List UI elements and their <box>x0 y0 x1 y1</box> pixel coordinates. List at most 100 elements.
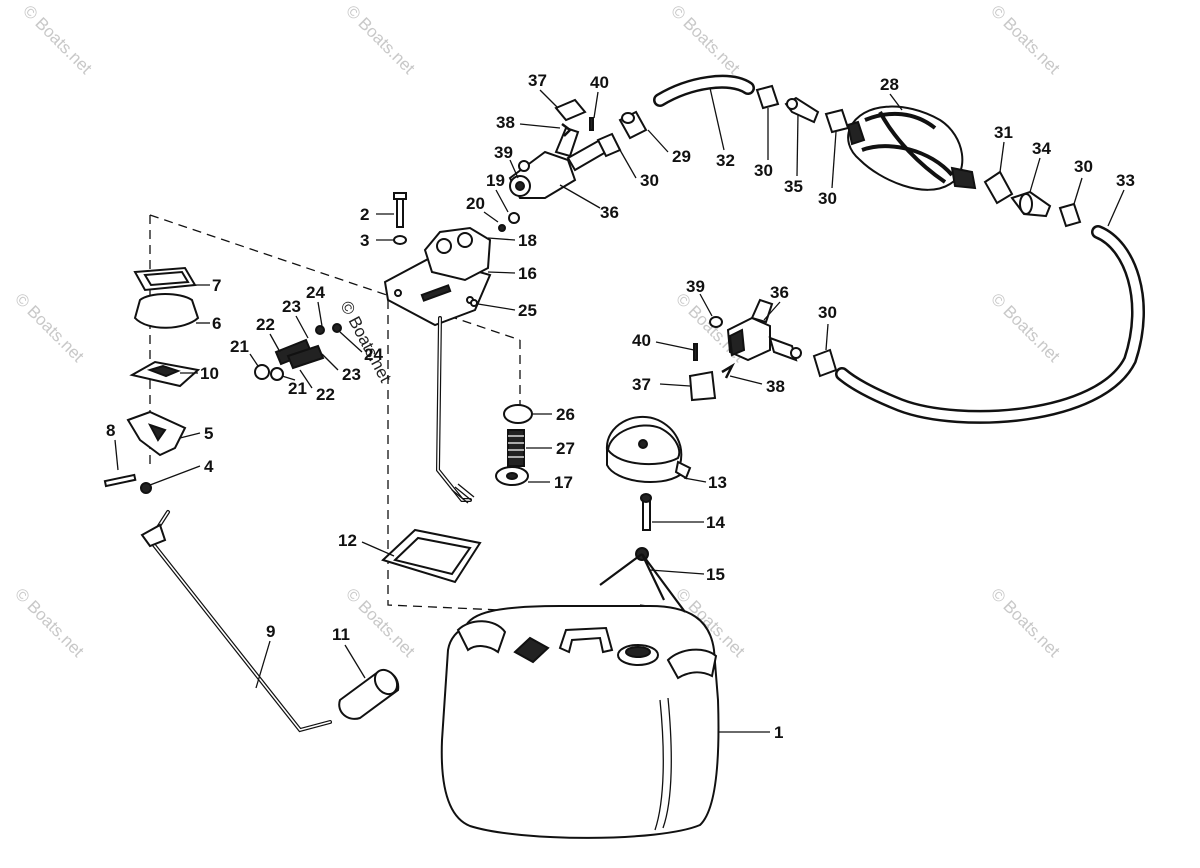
connector-lever <box>750 298 774 324</box>
callout-37: 37 <box>528 71 547 90</box>
leader-40b <box>655 341 695 351</box>
gauge-housing-boss <box>457 232 473 248</box>
watermark: © Boats.net <box>987 289 1064 366</box>
callout-8: 8 <box>106 421 115 440</box>
leader-40a <box>593 91 599 119</box>
small-washer <box>470 299 478 307</box>
bulb-inlet <box>846 120 866 146</box>
bulb-fittings-right <box>983 170 1082 228</box>
vent-screw-head <box>640 493 652 503</box>
callout-33: 33 <box>1116 171 1135 190</box>
engine-connector-right <box>726 298 802 362</box>
callout-16: 16 <box>518 264 537 283</box>
float-arm-clip <box>140 523 167 548</box>
gasket-26 <box>503 404 533 424</box>
callout-15: 15 <box>706 565 725 584</box>
adapter-35-end <box>786 98 798 110</box>
callout-23: 23 <box>282 297 301 316</box>
fuel-tank-carry-handle <box>558 626 614 654</box>
callout-20: 20 <box>466 194 485 213</box>
callout-36: 36 <box>770 283 789 302</box>
connector-pin-40 <box>589 117 594 131</box>
connector-spring-38 <box>721 362 736 379</box>
callout-labels: 1 2 3 4 5 6 7 8 9 10 11 12 13 14 15 16 1… <box>106 71 1135 742</box>
callout-38: 38 <box>766 377 785 396</box>
callout-21: 21 <box>288 379 307 398</box>
callout-39: 39 <box>686 277 705 296</box>
leader-36a <box>559 184 601 209</box>
watermark: © Boats.net <box>667 1 744 78</box>
callout-6: 6 <box>212 314 221 333</box>
float-arm <box>147 510 332 733</box>
callout-27: 27 <box>556 439 575 458</box>
callout-11: 11 <box>332 625 350 644</box>
leader-11 <box>344 644 366 679</box>
connector-spring-38 <box>561 123 572 137</box>
callout-24: 24 <box>306 283 325 302</box>
long-hose <box>812 225 1145 424</box>
bulb-rib <box>864 111 937 130</box>
fuel-tank <box>440 605 720 839</box>
callout-4: 4 <box>204 457 214 476</box>
bracket-nut <box>140 482 152 494</box>
leader-32 <box>709 87 725 151</box>
callout-30: 30 <box>754 161 773 180</box>
screw-body <box>396 196 404 228</box>
leader-34 <box>1029 157 1041 193</box>
callout-30: 30 <box>1074 157 1093 176</box>
fuel-tank-rib <box>662 697 672 829</box>
watermark: © Boats.net <box>987 1 1064 78</box>
connector-key-37 <box>688 370 717 402</box>
fuel-tank-gauge-opening <box>513 636 550 664</box>
connector-pin-40 <box>693 343 698 361</box>
check-valve-parts <box>254 323 342 381</box>
hose-33-inner <box>837 227 1143 422</box>
callout-24: 24 <box>364 345 383 364</box>
connector-face <box>728 328 746 357</box>
leader-39a <box>509 159 519 179</box>
leader-lines <box>114 87 1125 733</box>
leader-30d <box>1073 177 1083 205</box>
lens-gasket-inner <box>143 270 190 287</box>
callout-29: 29 <box>672 147 691 166</box>
leader-38b <box>729 375 763 385</box>
vent-parts <box>599 493 686 613</box>
hose-fittings-top <box>596 84 850 158</box>
callout-32: 32 <box>716 151 735 170</box>
connector-stem <box>768 336 798 362</box>
assembly-line-tank <box>387 300 501 611</box>
clamp-30-e <box>812 348 838 378</box>
callout-19: 19 <box>486 171 505 190</box>
gauge-float-rod-highlight <box>437 317 471 501</box>
connector-key-37 <box>554 98 587 122</box>
callout-21: 21 <box>230 337 249 356</box>
filler-cap <box>605 415 692 483</box>
leader-33 <box>1107 189 1125 227</box>
callout-1: 1 <box>774 723 783 742</box>
callout-7: 7 <box>212 276 221 295</box>
spring-27-coil <box>508 435 524 458</box>
leader-30c <box>831 131 837 189</box>
tank-gasket <box>381 528 482 584</box>
leader-13 <box>683 477 707 483</box>
filler-cap-center <box>638 439 648 449</box>
callout-30: 30 <box>818 303 837 322</box>
leader-25 <box>477 303 516 311</box>
hose-32-inner <box>655 77 753 105</box>
fitting-29-end <box>621 112 635 124</box>
callout-22: 22 <box>316 385 335 404</box>
leader-12 <box>361 541 395 557</box>
clamp-31 <box>983 170 1014 205</box>
float-arm-highlight <box>149 511 331 731</box>
callout-39: 39 <box>494 143 513 162</box>
callout-38: 38 <box>496 113 515 132</box>
leader-37b <box>659 383 691 387</box>
callout-3: 3 <box>360 231 369 250</box>
connector-port-hole <box>515 181 525 191</box>
clamp-30-d <box>1058 202 1082 228</box>
callout-30: 30 <box>818 189 837 208</box>
leader-35 <box>796 113 799 177</box>
callout-30: 30 <box>640 171 659 190</box>
callout-5: 5 <box>204 424 213 443</box>
